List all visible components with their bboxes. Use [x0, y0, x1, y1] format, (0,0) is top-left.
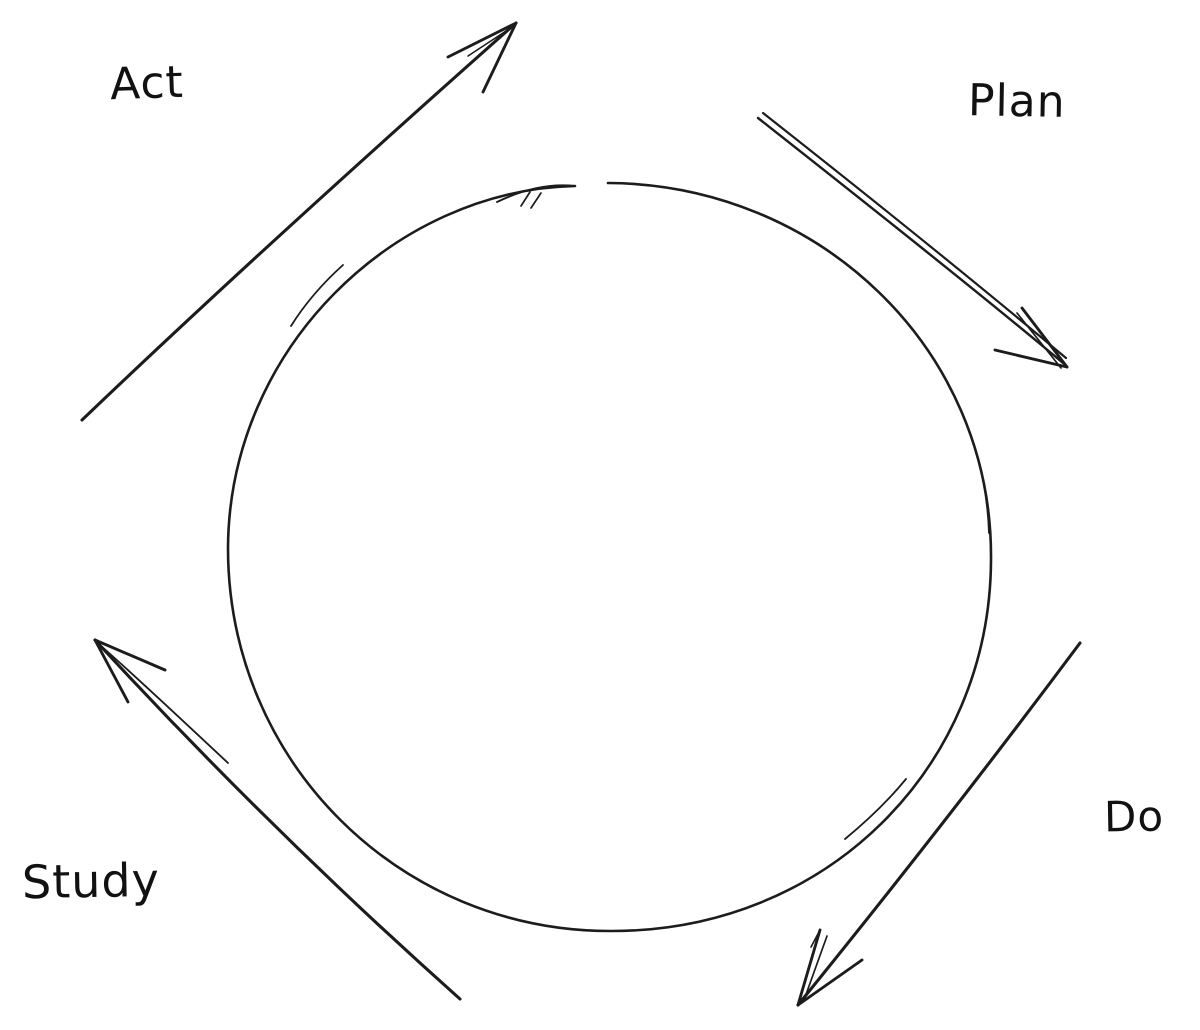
plan-arrowhead-barb-left [993, 348, 1069, 369]
label-act: Act [109, 56, 185, 111]
do-arrow-shaft [796, 641, 1082, 1007]
label-do: Do [1103, 791, 1165, 842]
study-arrowhead-barb-right [93, 638, 167, 672]
study-arrow [93, 638, 462, 1001]
do-arrowhead-barb-left [796, 928, 822, 1007]
circle-overlap-hook [496, 184, 576, 203]
circle-doubling-upper-left [290, 264, 344, 327]
circle-overlap-tick-1 [520, 191, 531, 207]
act-arrow-shaft [80, 21, 518, 422]
do-arrowhead-barb-right [796, 958, 864, 1007]
act-arrowhead-barb-right [481, 21, 518, 94]
act-arrowhead-barb-left [446, 22, 516, 59]
act-arrow-overstroke [467, 30, 507, 57]
study-arrowhead-barb-down [93, 638, 130, 704]
cycle-circle [226, 181, 993, 933]
study-arrow-shaft [93, 638, 462, 1001]
plan-arrow-shaft-double [761, 111, 1068, 360]
plan-arrowhead-barb-top [1020, 306, 1069, 369]
label-plan: Plan [967, 75, 1067, 128]
do-arrowhead-barb-left-double [803, 935, 828, 1001]
do-arrowhead-barb-fork [810, 929, 821, 948]
plan-arrowhead-barb-top-double [1016, 312, 1062, 369]
act-arrow [80, 21, 518, 422]
label-study: Study [21, 852, 161, 910]
circle-doubling-right [975, 450, 990, 534]
circle-doubling-bottom-right [844, 778, 907, 840]
plan-arrow-shaft [756, 116, 1065, 365]
study-arrow-overstroke [99, 644, 229, 764]
plan-arrow [756, 111, 1069, 369]
circle-overlap-tick-2 [530, 192, 542, 209]
do-arrow [796, 641, 1082, 1007]
